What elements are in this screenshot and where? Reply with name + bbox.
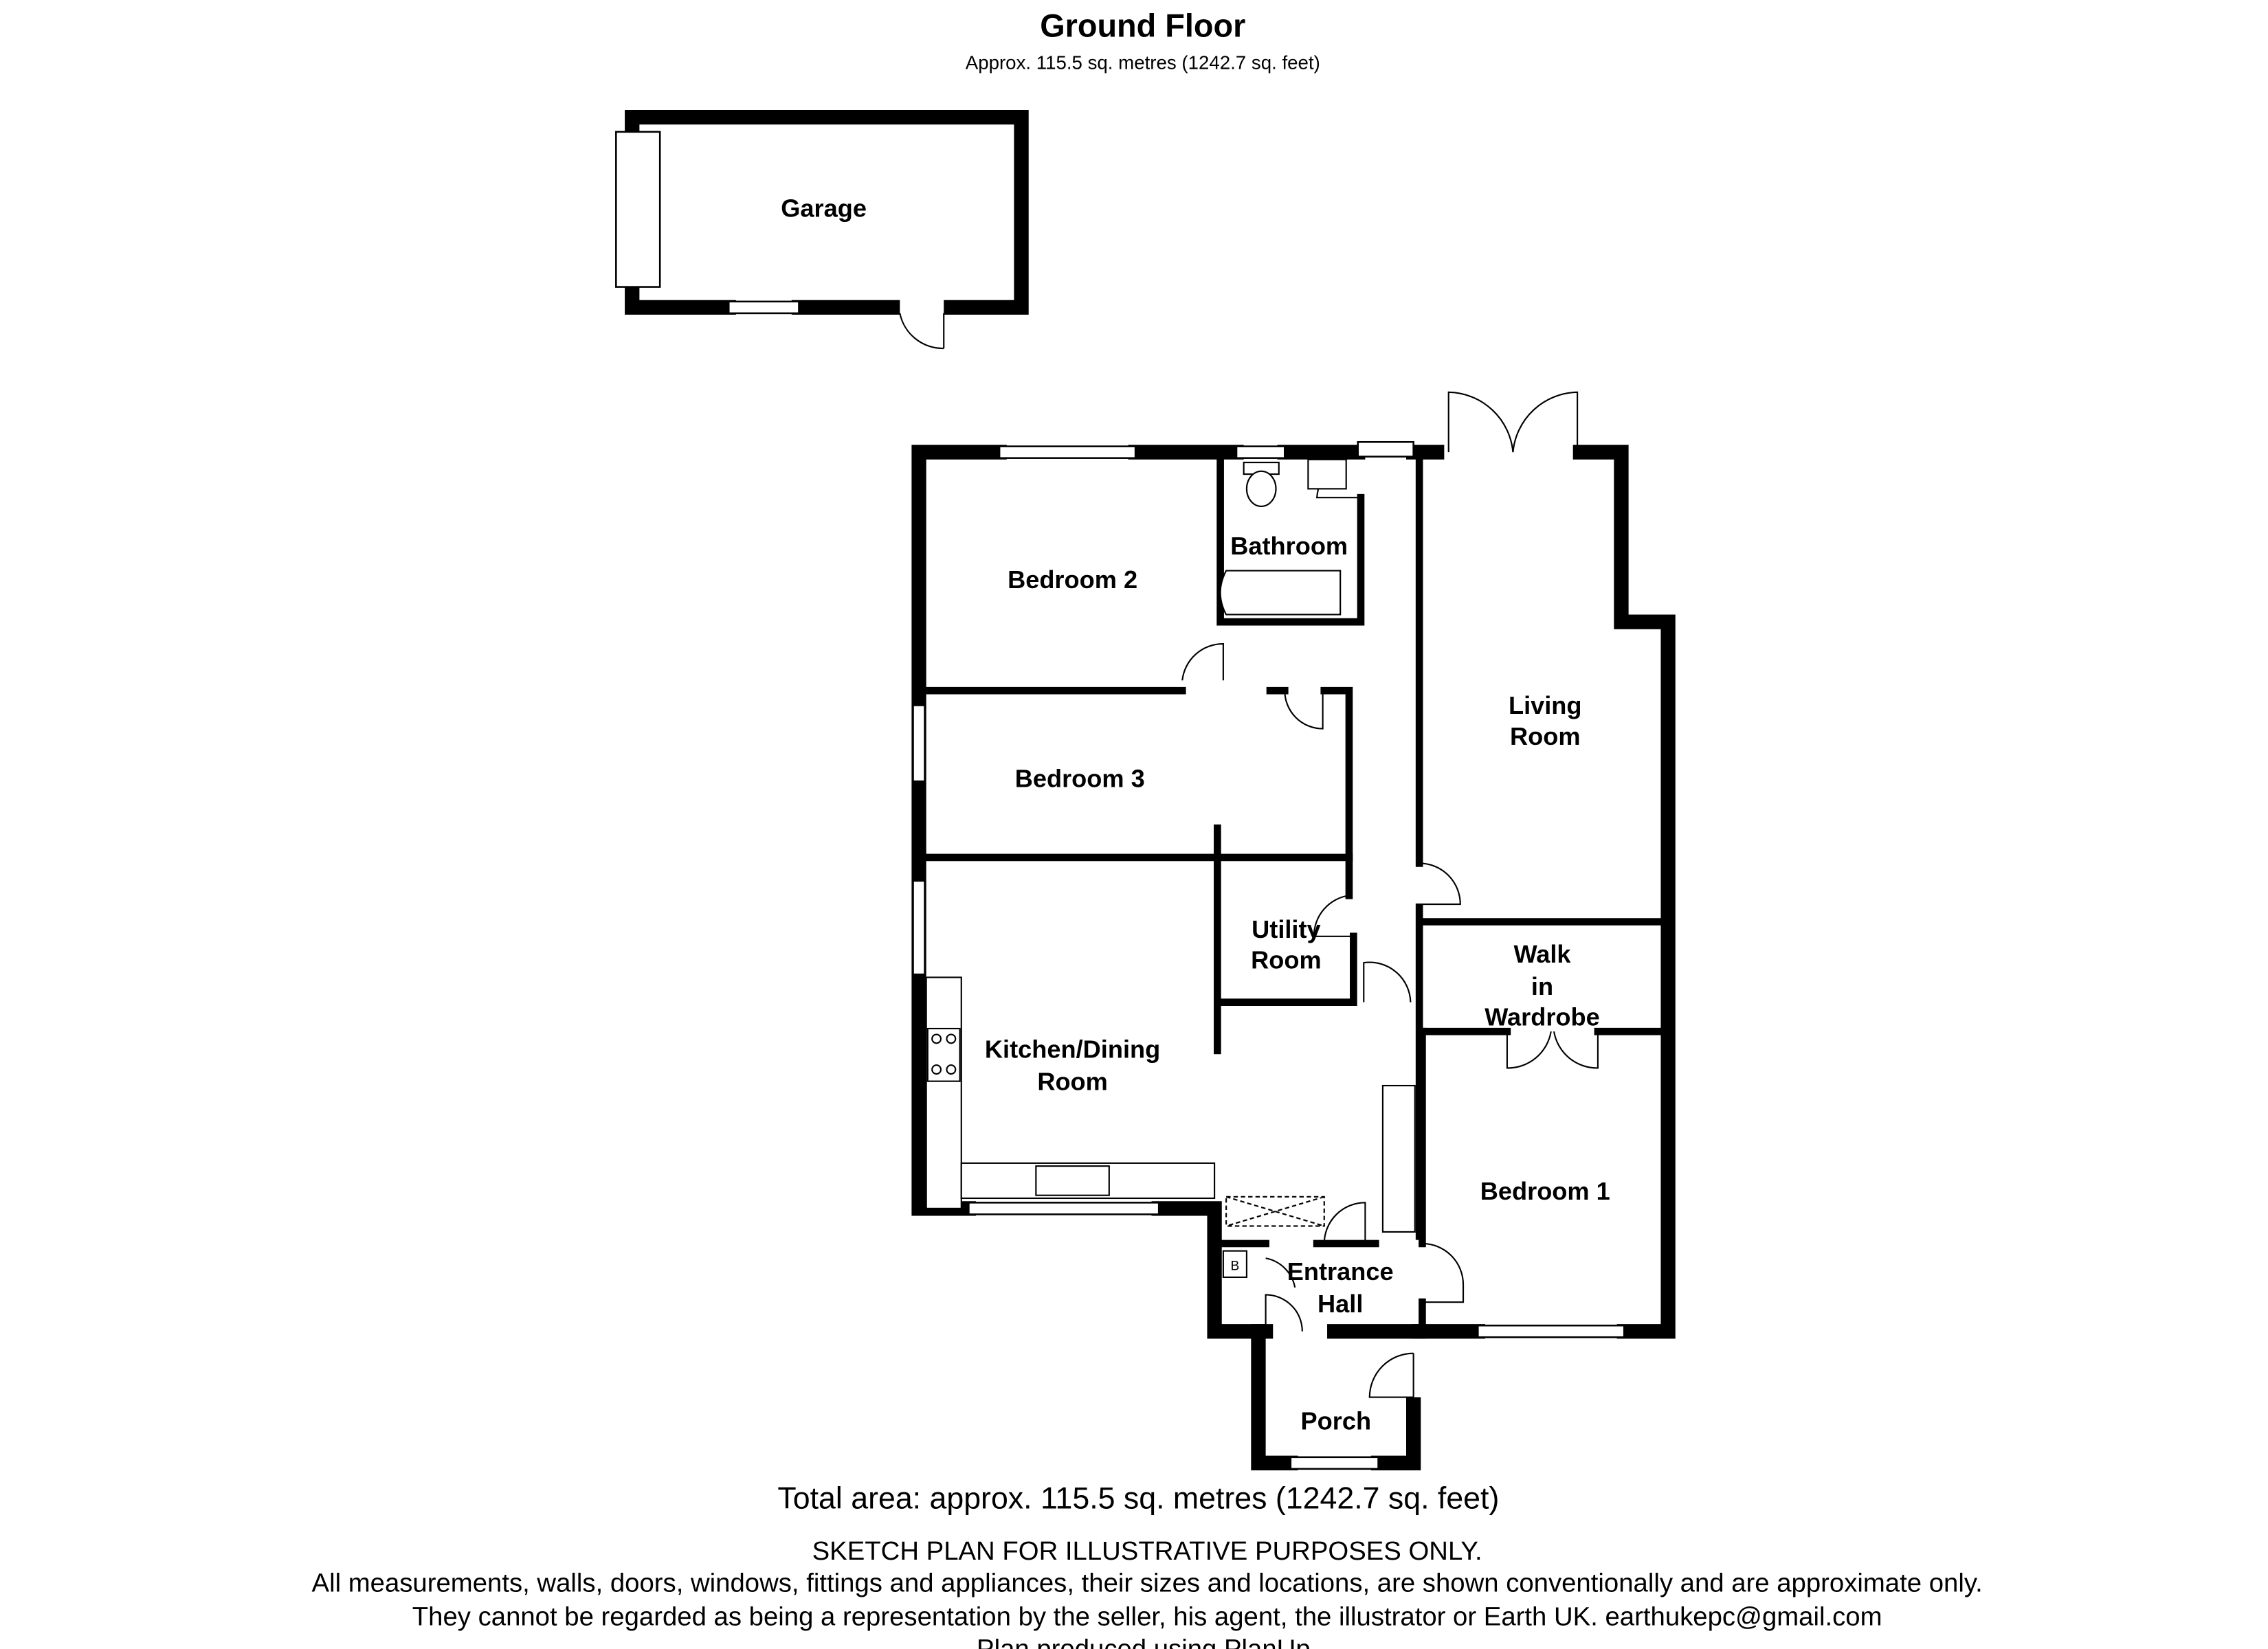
- window: [912, 879, 926, 976]
- door-swing-icon: [1313, 895, 1354, 937]
- disclaimer-line: They cannot be regarded as being a repre…: [412, 1602, 1882, 1632]
- garage: Garage: [615, 109, 1029, 350]
- bath-icon: [1219, 570, 1342, 616]
- window: [1289, 1456, 1379, 1470]
- window: [968, 1202, 1160, 1215]
- disclaimer-line: SKETCH PLAN FOR ILLUSTRATIVE PURPOSES ON…: [812, 1536, 1482, 1566]
- hob-ring-icon: [946, 1033, 957, 1044]
- room-label-bedroom-1: Bedroom 1: [1480, 1177, 1610, 1205]
- sink-icon: [1035, 1165, 1110, 1196]
- doors: [1181, 391, 1599, 1398]
- room-label-bedroom-2: Bedroom 2: [1008, 565, 1137, 594]
- room-label-bedroom-3: Bedroom 3: [1015, 765, 1145, 793]
- skylight-icon: [1225, 1196, 1325, 1227]
- room-label-garage: Garage: [781, 194, 867, 222]
- floor-title: Ground Floor: [1040, 8, 1245, 44]
- house-walls: [911, 445, 1676, 1470]
- room-label-kitchen-dining: Kitchen/Dining: [985, 1035, 1160, 1064]
- total-area: Total area: approx. 115.5 sq. metres (12…: [777, 1481, 1499, 1515]
- room-label-walk-in-wardrobe: in: [1531, 972, 1553, 1000]
- room-label-living-room: Living: [1509, 691, 1582, 719]
- door-swing-icon: [1368, 1352, 1414, 1398]
- room-label-bathroom: Bathroom: [1230, 532, 1348, 560]
- window: [998, 445, 1137, 459]
- garage-window: [727, 300, 800, 315]
- floor-area-subtitle: Approx. 115.5 sq. metres (1242.7 sq. fee…: [966, 52, 1320, 73]
- garage-door-panel: [615, 131, 661, 288]
- kitchen-counter: [925, 976, 962, 1209]
- door-swing-icon: [1181, 642, 1224, 681]
- window: [1477, 1324, 1625, 1338]
- room-label-kitchen-dining: Room: [1037, 1067, 1108, 1095]
- door-swing-icon: [1422, 1242, 1465, 1303]
- disclaimer-line: All measurements, walls, doors, windows,…: [312, 1569, 1983, 1598]
- door-swing-icon: [1323, 1202, 1366, 1244]
- window: [912, 704, 926, 783]
- room-label-porch: Porch: [1301, 1406, 1372, 1435]
- basin-icon: [1307, 458, 1347, 490]
- room-label-walk-in-wardrobe: Wardrobe: [1485, 1003, 1600, 1031]
- hob-ring-icon: [931, 1064, 942, 1075]
- room-label-utility-room: Utility: [1252, 915, 1321, 943]
- room-label-walk-in-wardrobe: Walk: [1513, 940, 1571, 968]
- window: [1235, 445, 1286, 459]
- room-label-utility-room: Room: [1251, 946, 1322, 974]
- fixtures: B: [925, 458, 1416, 1278]
- boiler-label: B: [1231, 1259, 1240, 1273]
- room-label-entrance-hall: Entrance: [1287, 1257, 1394, 1286]
- hall-cupboard: [1381, 1084, 1416, 1233]
- boiler-icon: [1222, 1250, 1247, 1278]
- window: [1357, 440, 1414, 458]
- disclaimer-line: Plan produced using PlanUp.: [977, 1634, 1318, 1649]
- french-doors-icon: [1447, 391, 1579, 453]
- room-label-entrance-hall: Hall: [1318, 1290, 1363, 1318]
- hob-ring-icon: [931, 1033, 942, 1044]
- toilet-bowl-icon: [1245, 470, 1277, 507]
- door-swing-icon: [1265, 1257, 1303, 1332]
- door-swing-icon: [1363, 961, 1412, 1002]
- room-label-living-room: Room: [1510, 722, 1581, 750]
- double-door-icon: [1506, 1031, 1599, 1069]
- hob-ring-icon: [946, 1064, 957, 1075]
- garage-door-swing-icon: [899, 313, 945, 350]
- door-swing-icon: [1284, 691, 1324, 730]
- windows: [912, 440, 1625, 1470]
- door-swing-icon: [1419, 862, 1461, 906]
